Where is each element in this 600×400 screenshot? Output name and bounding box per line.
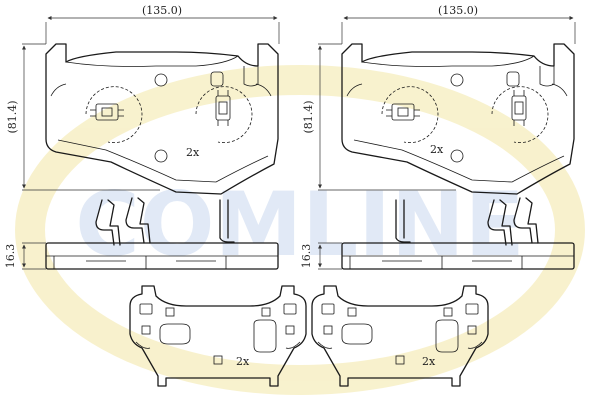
- pad-quantity-left: 2x: [186, 146, 200, 159]
- height-label-left: (81.4): [6, 100, 19, 133]
- width-label-left: (135.0): [142, 4, 182, 17]
- width-label-right: (135.0): [438, 4, 478, 17]
- dimension-height-right: (81.4): [302, 43, 456, 191]
- shim-quantity-left: 2x: [236, 355, 250, 368]
- dimension-height-left: (81.4): [6, 43, 160, 191]
- dimension-width-right: (135.0): [341, 4, 576, 44]
- dimension-width-left: (135.0): [45, 4, 280, 44]
- pad-quantity-right: 2x: [430, 143, 444, 156]
- dimension-thickness-right: 16.3: [300, 242, 342, 270]
- dimension-thickness-left: 16.3: [4, 242, 46, 270]
- height-label-right: (81.4): [302, 100, 315, 133]
- thickness-label-left: 16.3: [4, 244, 17, 269]
- thickness-label-right: 16.3: [300, 244, 313, 269]
- shim-quantity-right: 2x: [422, 355, 436, 368]
- comline-watermark: COMLINE: [15, 65, 585, 395]
- watermark-ring: [15, 65, 585, 395]
- brake-pad-face-left: [45, 43, 279, 195]
